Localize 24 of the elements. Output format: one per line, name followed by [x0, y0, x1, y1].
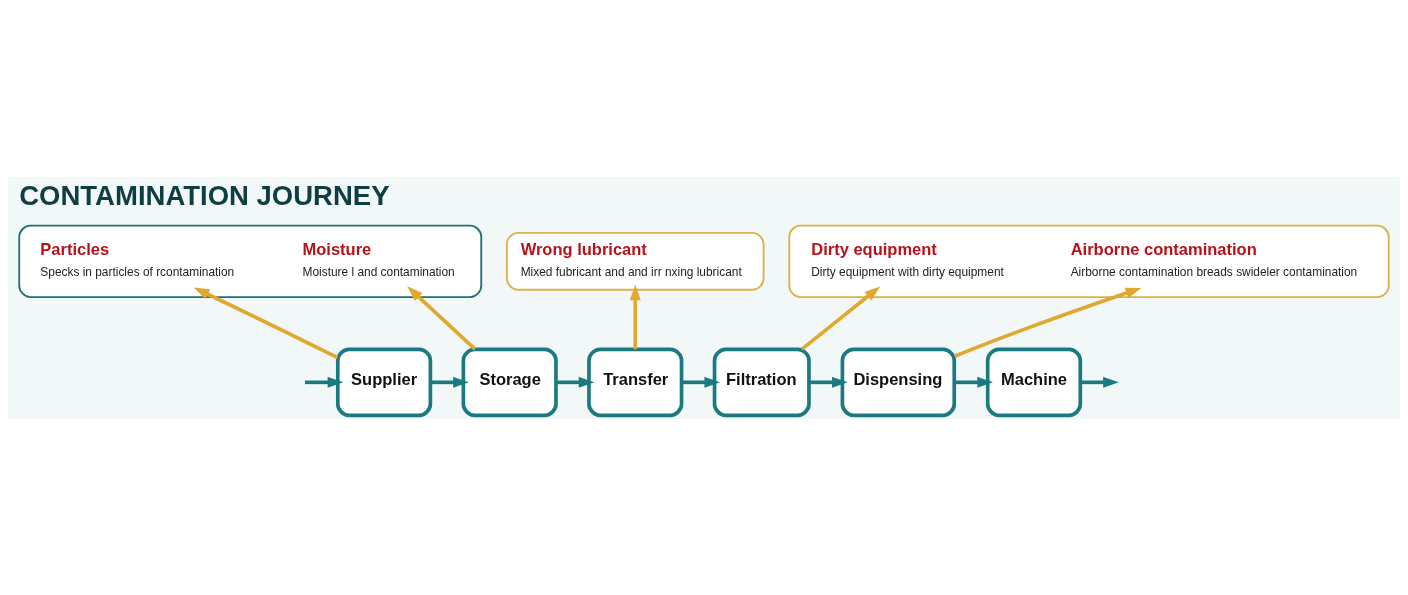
- node-text: Dirty equipment Dirty equipment with dirty equipment: [811, 239, 1004, 279]
- arrow: [556, 376, 595, 388]
- arrow: [193, 286, 339, 359]
- arrow: [1080, 376, 1119, 388]
- node-box: Filtration: [712, 347, 811, 417]
- node-text: Moisture Moisture l and contamination: [302, 239, 455, 279]
- arrow: [304, 376, 344, 388]
- node-box: Supplier: [335, 347, 433, 417]
- node-text: Airborne contamination Airborne contamination breads swideler contamination: [1070, 239, 1358, 279]
- diagram-title: CONTAMINATION JOURNEY: [19, 179, 390, 211]
- arrow: [954, 376, 993, 388]
- arrow: [407, 285, 477, 350]
- arrow: [430, 376, 469, 388]
- node-box: Dispensing: [840, 347, 957, 417]
- node-box: Machine: [985, 347, 1083, 417]
- arrow: [953, 287, 1142, 358]
- node-box: Transfer: [587, 347, 684, 417]
- node-text: Particles Specks in particles of rcontamination: [40, 239, 235, 279]
- arrow: [800, 285, 881, 351]
- arrow: [681, 376, 721, 388]
- node-box: Storage: [461, 347, 558, 417]
- arrow: [629, 284, 641, 349]
- node-box: Wrong lubricant Mixed fubricant and and irr nxing lubricant: [506, 231, 765, 291]
- arrow: [808, 376, 848, 388]
